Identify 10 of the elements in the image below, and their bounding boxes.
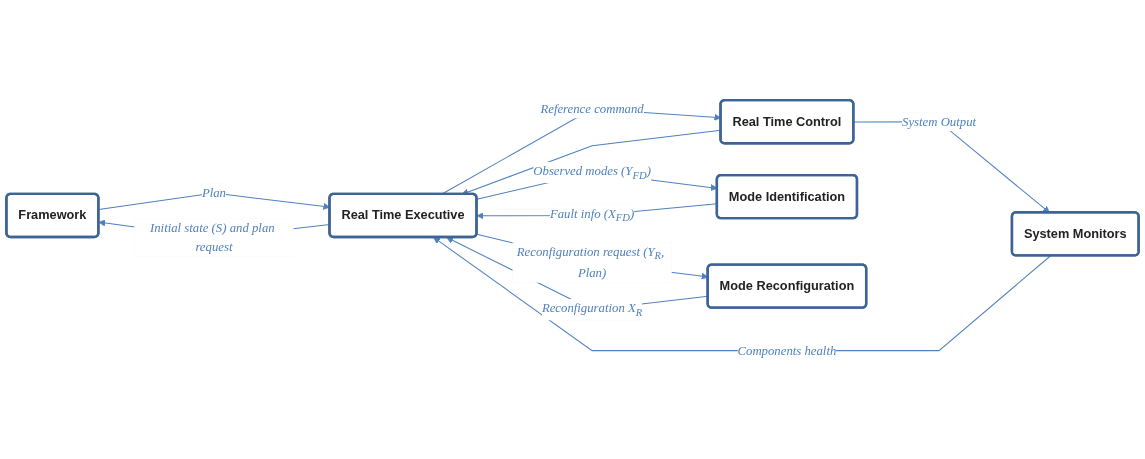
edge-label: Fault info (X$_{FD}$) [549, 206, 635, 224]
edge-label: Observed modes (Y$_{FD}$) [533, 163, 651, 181]
edge-label: Initial state (S) and plan request [149, 220, 275, 254]
edge-label: Reference command [540, 101, 644, 116]
edge-label: Components health [737, 343, 837, 357]
edge-label: Plan [201, 185, 226, 200]
arrow [433, 236, 1052, 351]
edge-label: System Output [902, 114, 977, 128]
edge-label: Reconfiguration request (Y$_{R}$, Plan) [516, 244, 665, 280]
edge-label: Reconfiguration X$_{R}$ [541, 301, 643, 318]
